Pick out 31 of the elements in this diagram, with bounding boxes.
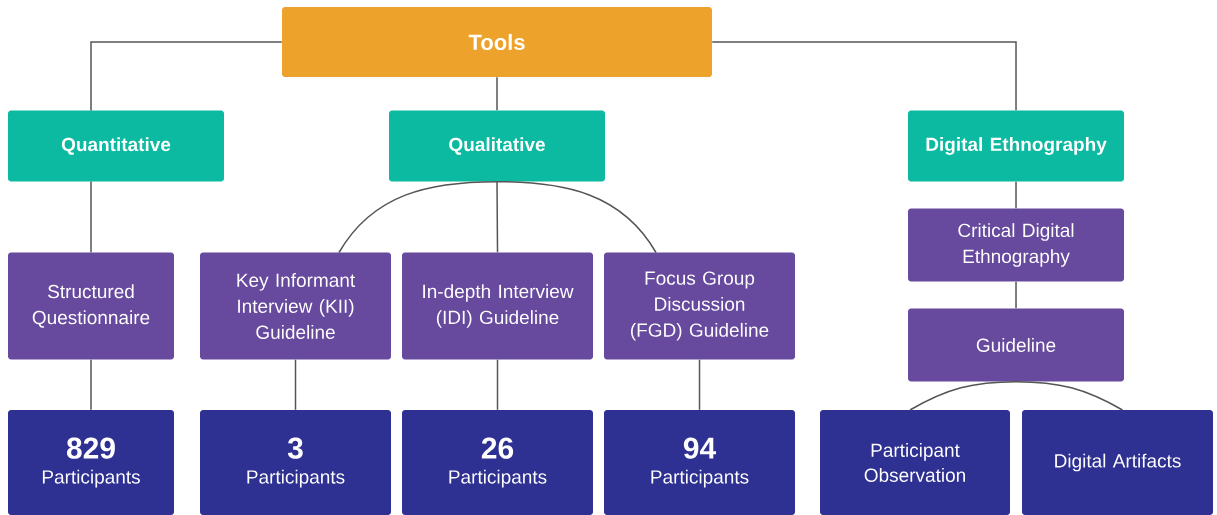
category-box: Quantitative: [8, 110, 224, 182]
connector-line: [1015, 280, 1017, 310]
participant-box: 829 Participants: [8, 410, 174, 515]
connector-line: [496, 180, 499, 254]
participant-box: 26 Participants: [402, 410, 593, 515]
connector-line: [294, 358, 297, 411]
tool-box: Guideline: [908, 308, 1124, 382]
tool-box: Focus Group Discussion (FGD) Guideline: [604, 252, 795, 360]
connector-line: [90, 358, 92, 411]
participant-box: Digital Artifacts: [1022, 410, 1213, 515]
connector-line: [698, 358, 701, 411]
participant-box: 3 Participants: [200, 410, 391, 515]
tool-box: Structured Questionnaire: [8, 252, 174, 360]
category-box: Qualitative: [389, 110, 605, 182]
category-box: Digital Ethnography: [908, 110, 1124, 182]
connector-line: [496, 358, 499, 411]
connector-line: [90, 41, 283, 112]
tool-box: Critical Digital Ethnography: [908, 208, 1124, 282]
connector-line: [909, 380, 1017, 411]
participant-box: 94 Participants: [604, 410, 795, 515]
tool-box: Key Informant Interview (KII) Guideline: [200, 252, 391, 360]
connector-line: [1015, 380, 1124, 411]
connector-line: [496, 76, 498, 112]
connector-line: [496, 180, 657, 254]
header-box: Tools: [282, 7, 712, 77]
tool-box: In-depth Interview (IDI) Guideline: [402, 252, 593, 360]
connector-line: [338, 180, 498, 254]
connector-line: [1015, 180, 1017, 210]
connector-line: [90, 180, 92, 254]
connector-line: [711, 41, 1017, 112]
participant-box: Participant Observation: [820, 410, 1010, 515]
